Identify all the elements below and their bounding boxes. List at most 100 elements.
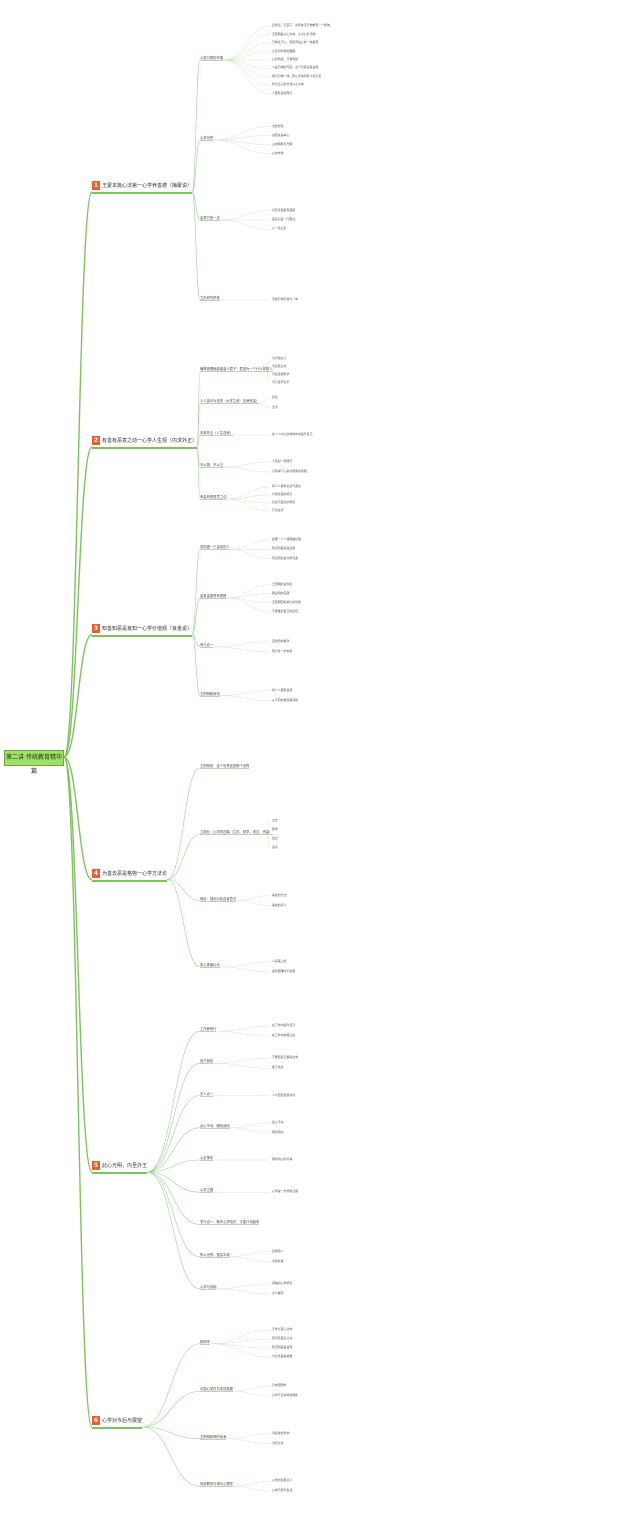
leaf-connector — [226, 1433, 271, 1439]
leaf-node: 放下执念 — [272, 1065, 284, 1070]
leaf-node: 在个人内心的体验中去提升自己 — [272, 432, 313, 436]
sub-topic-node: 中国心学在日本的发展 — [200, 1387, 233, 1393]
leaf-connector — [223, 59, 271, 78]
leaf-node: 领袖的心学修养 — [272, 1280, 293, 1285]
leaf-node: 人与自然和谐共处 — [272, 1092, 296, 1097]
sub-connector — [147, 1095, 201, 1173]
leaf-connector — [259, 402, 271, 409]
leaf-node: 法性智慧 — [272, 123, 284, 128]
sub-topic-node: 立在研究拼故 — [200, 296, 220, 301]
leaf-node: 宽容待人 — [272, 1248, 284, 1253]
leaf-connector — [223, 34, 271, 61]
branch-label: 此心光明，内圣外王 — [102, 1163, 148, 1169]
leaf-node: 知善知恶是良知 — [272, 1345, 293, 1350]
leaf-node: 分辨善恶的能力 — [272, 492, 293, 496]
leaf-connector — [229, 1127, 271, 1133]
leaf-connector — [209, 1339, 271, 1344]
root-branch-connector — [63, 633, 93, 758]
leaf-node: 怎么做到 — [272, 1290, 284, 1295]
leaf-node: 当代价值 — [272, 1440, 284, 1445]
branch-number-badge: 5 — [92, 1161, 100, 1170]
leaf-node: 王阳明回答弟子的问题 — [272, 599, 301, 604]
leaf-node: 善有善报恶有恶报 — [272, 207, 296, 212]
sub-connector — [142, 1426, 201, 1487]
branch-label: 王蒙本篇心法第一心学养善德（梅蒙说） — [102, 183, 193, 189]
leaf-connector — [219, 961, 271, 968]
leaf-connector — [229, 1256, 271, 1262]
leaf-node: 心有所感，万物有情 — [272, 57, 299, 61]
sub-connector — [166, 834, 201, 880]
leaf-node: 行善最乐 — [272, 508, 284, 512]
leaf-node: 知善知恶就是良知 — [272, 546, 296, 551]
root-branch-connector — [63, 756, 93, 1173]
sub-connector — [191, 634, 201, 696]
sub-topic-node: 静坐：强化对应自省意识 — [200, 896, 237, 902]
leaf-node: 在工作中磨炼心性 — [272, 1033, 296, 1038]
leaf-node: 心一念之善 — [272, 226, 287, 231]
leaf-connector — [219, 219, 271, 230]
leaf-connector — [226, 486, 271, 500]
leaf-connector — [216, 1283, 271, 1290]
sub-connector — [196, 446, 201, 500]
leaf-node: 致良知的实践 — [272, 590, 290, 595]
leaf-connector — [209, 1330, 271, 1344]
leaf-connector — [223, 466, 271, 473]
leaf-node: 人是万物的尺度，这个尺度就是良知 — [272, 65, 319, 70]
leaf-connector — [219, 695, 271, 701]
leaf-node: 每个人都有良知 — [272, 687, 293, 692]
leaf-connector — [216, 1288, 271, 1295]
leaf-node: 每个人都有善念与恶念 — [272, 484, 301, 488]
leaf-node: 万物生于心、而世界是心的一种呈现 — [272, 40, 319, 45]
root-branch-connector — [63, 756, 93, 1428]
sub-connector — [142, 1343, 201, 1428]
leaf-node: 人要有良知而行 — [272, 90, 293, 95]
sub-topic-node: 有行合一 — [200, 642, 214, 648]
root-branch-connector — [63, 191, 93, 758]
sub-connector — [147, 1159, 201, 1173]
leaf-connector — [226, 494, 271, 500]
leaf-node: 王阳明的良知论 — [272, 581, 293, 586]
sub-topic-node: 王阳明精神的传承 — [200, 1434, 227, 1440]
leaf-node: 心念对外物的理解 — [272, 48, 296, 53]
leaf-node: 为天地立心 — [272, 356, 287, 360]
sub-topic-node: 懂得道理就能做善人君子：君道为一个什么样的人 — [200, 367, 273, 372]
sub-topic-node: 王阳明致良知 — [200, 691, 220, 697]
sub-connector — [191, 191, 201, 301]
root-branch-connector — [63, 446, 93, 758]
leaf-connector — [213, 646, 271, 653]
leaf-connector — [265, 358, 271, 372]
sub-connector — [147, 1171, 201, 1290]
sub-topic-node: 阳明学 — [200, 1339, 210, 1345]
leaf-connector — [236, 895, 271, 901]
leaf-connector — [226, 584, 271, 599]
leaf-connector — [229, 539, 271, 550]
branch-label: 知善知恶是良知一心学价值观（良金说） — [102, 625, 193, 632]
root-branch-connector — [63, 756, 93, 881]
sub-topic-node: 人人皆可为圣贤（大学之道：自我完善） — [200, 399, 260, 404]
sub-connector — [196, 402, 201, 448]
sub-topic-node: 放下我执 — [200, 1059, 214, 1065]
leaf-node: 遇到困难时不逃避 — [272, 968, 296, 973]
sub-connector — [196, 434, 201, 448]
sub-topic-node: 工作即修行 — [200, 1027, 217, 1033]
leaf-node: 人需事上磨 — [272, 958, 287, 963]
sub-topic-node: 心定神清 — [200, 1156, 214, 1161]
leaf-node: 自然界的规律 — [272, 638, 290, 643]
leaf-connector — [223, 59, 271, 94]
leaf-node: 有善有恶意之动 — [272, 1336, 293, 1341]
sub-connector — [142, 1390, 201, 1428]
leaf-connector — [213, 139, 271, 154]
leaf-connector — [219, 690, 271, 696]
leaf-connector — [226, 597, 271, 612]
sub-topic-node: 心学与领袖 — [200, 1284, 217, 1290]
sub-topic-node: 有善有恶是意之动 — [200, 495, 227, 500]
leaf-node: 因为万物一体，所以天地间有大善大爱 — [272, 73, 322, 78]
leaf-connector — [223, 461, 271, 468]
sub-topic-node: 善有善报恶有恶报 — [200, 594, 227, 600]
branch-number-badge: 4 — [92, 868, 100, 878]
